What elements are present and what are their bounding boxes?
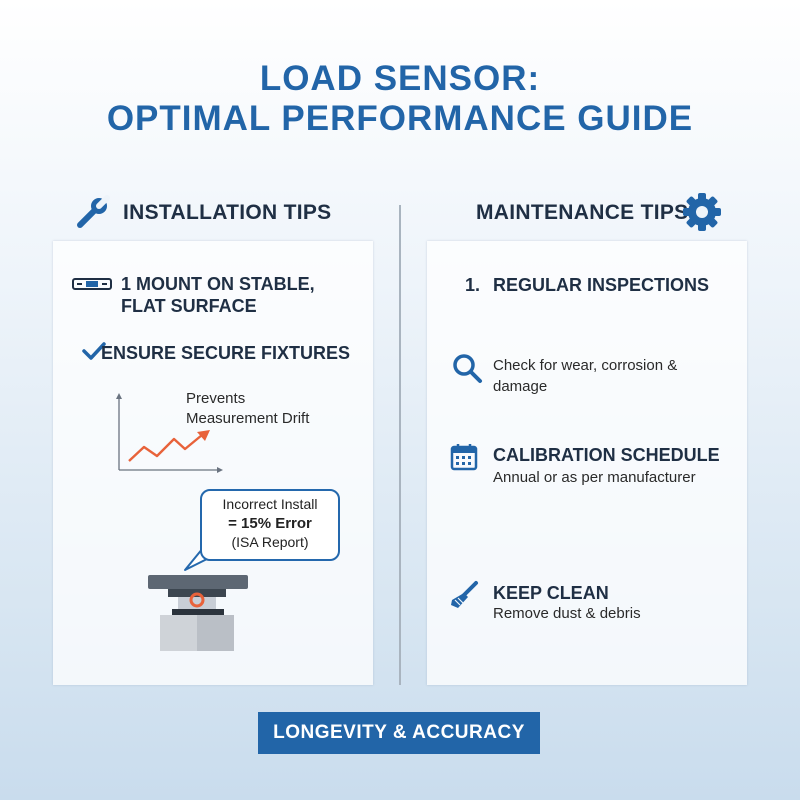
regular-inspections-title: REGULAR INSPECTIONS <box>493 275 710 295</box>
maintenance-tips-heading: MAINTENANCE TIPS <box>476 201 689 224</box>
drift-note-line-1: Prevents <box>186 390 246 407</box>
mount-tip-line-1: 1 MOUNT ON STABLE, <box>121 274 315 294</box>
page-title-line-2: OPTIMAL PERFORMANCE GUIDE <box>106 99 694 138</box>
secure-fixtures-tip: ENSURE SECURE FIXTURES <box>101 343 351 363</box>
checkmark-icon <box>82 342 106 360</box>
magnifier-icon <box>453 354 482 383</box>
callout-line-1: Incorrect Install <box>222 496 318 512</box>
calibration-schedule-text: Annual or as per manufacturer <box>493 469 696 486</box>
page-title-line-1: LOAD SENSOR: <box>259 59 541 98</box>
longevity-accuracy-badge: LONGEVITY & ACCURACY <box>258 712 540 754</box>
keep-clean-title: KEEP CLEAN <box>493 583 609 603</box>
installation-tips-heading: INSTALLATION TIPS <box>123 201 332 224</box>
brush-icon <box>451 581 478 608</box>
mount-tip-line-2: FLAT SURFACE <box>121 296 257 316</box>
wrench-icon <box>77 195 110 228</box>
callout-line-3: (ISA Report) <box>231 534 309 550</box>
inspection-number: 1. <box>465 275 481 295</box>
keep-clean-text: Remove dust & debris <box>493 605 641 622</box>
gear-icon <box>683 193 721 231</box>
maintenance-panel <box>427 241 747 685</box>
load-sensor-icon <box>148 575 248 651</box>
calendar-icon <box>450 444 478 471</box>
inspection-note-line-2: damage <box>493 378 548 395</box>
drift-trend-chart <box>116 393 223 473</box>
inspection-note-line-1: Check for wear, corrosion & <box>493 357 678 374</box>
level-icon <box>72 278 112 290</box>
error-callout: Incorrect Install = 15% Error (ISA Repor… <box>200 489 340 561</box>
callout-line-2: = 15% Error <box>228 515 312 532</box>
drift-note-line-2: Measurement Drift <box>186 410 310 427</box>
column-divider <box>399 205 401 685</box>
calibration-schedule-title: CALIBRATION SCHEDULE <box>493 445 720 465</box>
